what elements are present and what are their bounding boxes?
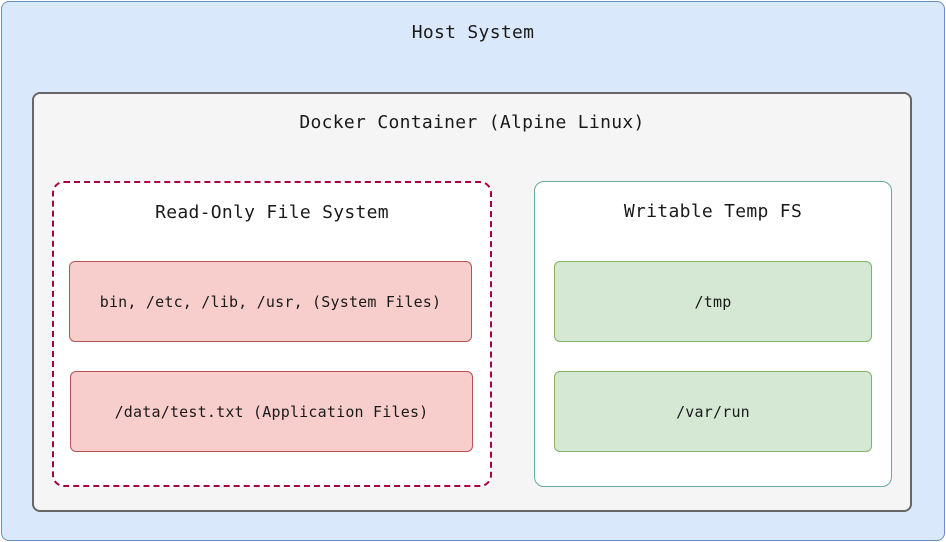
tmp-label: /tmp: [694, 292, 732, 311]
docker-container-label: Docker Container (Alpine Linux): [299, 112, 645, 133]
read-only-fs-label: Read-Only File System: [155, 202, 389, 223]
var-run-label: /var/run: [676, 402, 750, 421]
host-system-label: Host System: [411, 22, 535, 43]
application-files-label: /data/test.txt (Application Files): [114, 402, 429, 421]
system-files-node: bin, /etc, /lib, /usr, (System Files): [69, 261, 472, 342]
system-files-label: bin, /etc, /lib, /usr, (System Files): [99, 292, 442, 311]
tmp-node: /tmp: [554, 261, 872, 342]
var-run-node: /var/run: [554, 371, 872, 452]
application-files-node: /data/test.txt (Application Files): [70, 371, 473, 452]
writable-temp-fs-label: Writable Temp FS: [623, 201, 803, 222]
